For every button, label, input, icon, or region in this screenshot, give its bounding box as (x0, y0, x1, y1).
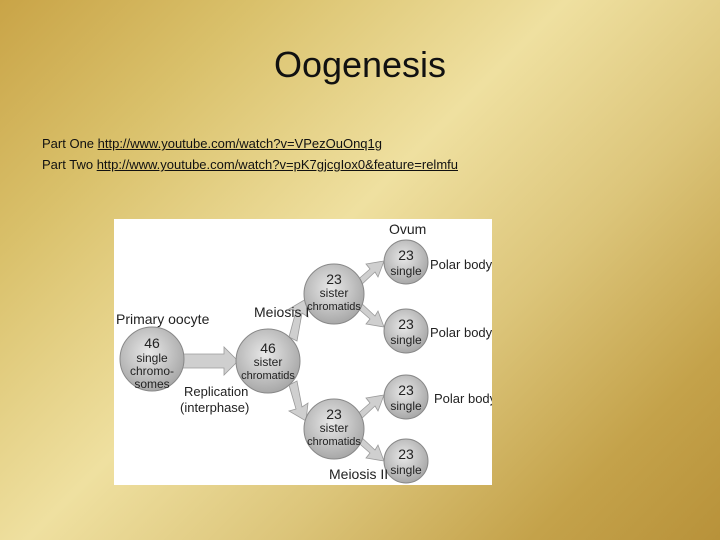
secondary-cell-top (303, 263, 365, 325)
polar-body-label-2: Polar body (430, 325, 492, 340)
secondary-bottom-line2: chromatids (307, 436, 361, 448)
final-cell-4-number: 23 (398, 446, 414, 462)
ovum-cell-1 (383, 239, 429, 285)
meiosis2-label: Meiosis II (329, 466, 388, 482)
polar-body-label-3: Polar body (434, 391, 492, 406)
final-cell-3-label: single (390, 399, 422, 413)
primary-cell-line3: somes (134, 377, 169, 391)
secondary-bottom-line1: sister (320, 421, 349, 435)
part-two-link[interactable]: http://www.youtube.com/watch?v=pK7gjcgIo… (96, 157, 458, 172)
polar-body-label-1: Polar body (430, 257, 492, 272)
arrow-replication (177, 346, 239, 376)
replication-label: Replication (184, 384, 248, 399)
primary-oocyte-cell (119, 326, 185, 392)
final-cell-2-number: 23 (398, 316, 414, 332)
final-cell-1-number: 23 (398, 247, 414, 263)
primary-cell-line2: chromo- (130, 364, 174, 378)
secondary-top-line2: chromatids (307, 301, 361, 313)
final-cell-2-label: single (390, 333, 422, 347)
part-one-line: Part One http://www.youtube.com/watch?v=… (42, 133, 458, 154)
part-two-line: Part Two http://www.youtube.com/watch?v=… (42, 154, 458, 175)
part-one-label: Part One (42, 136, 98, 151)
secondary-cell-bottom (303, 398, 365, 460)
cell-4 (383, 438, 429, 484)
arrow-meiosis1-down (287, 380, 309, 422)
oogenesis-diagram: Ovum Primary oocyte Meiosis I Meiosis II… (114, 219, 492, 485)
replicated-cell-line2: chromatids (241, 370, 295, 382)
interphase-label: (interphase) (180, 400, 249, 415)
primary-cell-number: 46 (144, 335, 160, 351)
secondary-top-number: 23 (326, 271, 342, 287)
replicated-cell-number: 46 (260, 340, 276, 356)
slide-title: Oogenesis (273, 44, 447, 85)
polar-cell-2 (383, 308, 429, 354)
part-two-label: Part Two (42, 157, 97, 172)
meiosis1-label: Meiosis I (254, 304, 309, 320)
links-block: Part One http://www.youtube.com/watch?v=… (42, 133, 458, 175)
final-cell-1-label: single (390, 264, 422, 278)
primary-oocyte-label: Primary oocyte (116, 311, 210, 327)
ovum-label: Ovum (389, 221, 426, 237)
replicated-cell (235, 328, 301, 394)
final-cell-3-number: 23 (398, 382, 414, 398)
primary-cell-line1: single (136, 351, 168, 365)
replicated-cell-line1: sister (254, 355, 283, 369)
final-cell-4-label: single (390, 463, 422, 477)
part-one-link[interactable]: http://www.youtube.com/watch?v=VPezOuOnq… (97, 136, 382, 151)
polar-cell-3 (383, 374, 429, 420)
secondary-top-line1: sister (320, 286, 349, 300)
secondary-bottom-number: 23 (326, 406, 342, 422)
